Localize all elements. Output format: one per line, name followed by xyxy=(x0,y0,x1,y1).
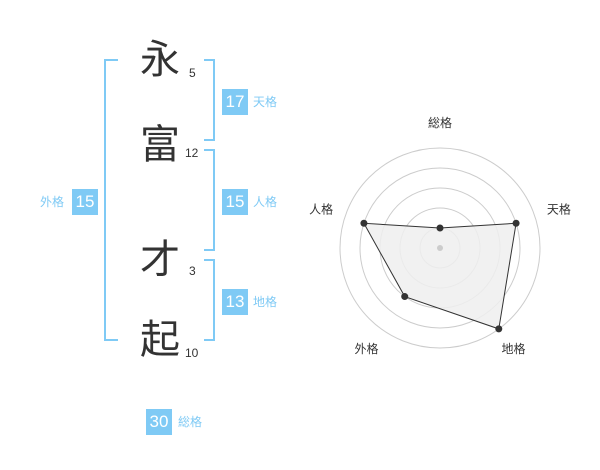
gaikaku-bracket xyxy=(104,59,118,341)
radar-point-3 xyxy=(495,325,503,333)
radar-area xyxy=(363,222,517,330)
radar-point-2 xyxy=(512,219,520,227)
radar-point-1 xyxy=(436,224,444,232)
stroke-count-1: 5 xyxy=(189,66,196,80)
radar-point-4 xyxy=(401,293,409,301)
stroke-count-2: 12 xyxy=(185,146,199,160)
radar-axis-label: 地格 xyxy=(501,341,525,356)
stroke-count-3: 3 xyxy=(189,264,196,278)
gaikaku-label: 外格 xyxy=(40,195,65,209)
radar-axis-label: 外格 xyxy=(355,341,379,356)
radar-axis-label: 天格 xyxy=(547,201,571,216)
radar-point-5 xyxy=(360,219,368,227)
tenkaku-value: 17 xyxy=(222,89,248,115)
tenkaku-bracket xyxy=(204,59,215,141)
radar-axis-label: 総格 xyxy=(428,115,452,130)
name-char-4: 起 xyxy=(140,317,180,363)
name-char-3: 才 xyxy=(140,237,180,283)
gaikaku-value: 15 xyxy=(72,189,98,215)
radar-ring xyxy=(339,147,541,349)
soukaku-label: 総格 xyxy=(178,415,203,429)
radar-ring xyxy=(359,167,521,329)
chikaku-bracket xyxy=(204,259,215,341)
jinkaku-label: 人格 xyxy=(253,195,278,209)
radar-axis-label: 人格 xyxy=(309,201,333,216)
chikaku-value: 13 xyxy=(222,289,248,315)
soukaku-value: 30 xyxy=(146,409,172,435)
jinkaku-value: 15 xyxy=(222,189,248,215)
chikaku-label: 地格 xyxy=(253,295,278,309)
stroke-count-4: 10 xyxy=(185,346,199,360)
tenkaku-label: 天格 xyxy=(253,95,278,109)
name-char-2: 富 xyxy=(140,122,180,168)
radar-center-dot xyxy=(437,245,443,251)
jinkaku-bracket xyxy=(204,149,215,251)
name-char-1: 永 xyxy=(140,37,180,83)
